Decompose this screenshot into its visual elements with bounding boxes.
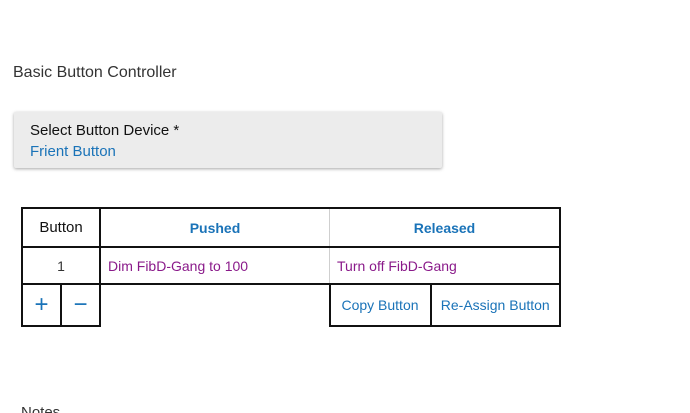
reassign-button[interactable]: Re-Assign Button (440, 297, 550, 313)
controls-row: + − Copy Button Re-Assign Button (21, 283, 561, 327)
add-remove-cell: + − (21, 283, 101, 327)
button-actions-cell: Copy Button Re-Assign Button (328, 283, 561, 327)
pushed-action[interactable]: Dim FibD-Gang to 100 (99, 246, 330, 285)
notes-heading: Notes (21, 404, 61, 413)
add-button[interactable]: + (34, 291, 49, 318)
table-header-row: Button Pushed Released (21, 207, 561, 248)
header-pushed: Pushed (99, 207, 330, 248)
empty-cell (99, 283, 331, 326)
table-row: 1 Dim FibD-Gang to 100 Turn off FibD-Gan… (21, 246, 561, 285)
copy-button[interactable]: Copy Button (331, 285, 432, 325)
released-action[interactable]: Turn off FibD-Gang (329, 246, 561, 285)
header-released: Released (329, 207, 561, 248)
button-device-select[interactable]: Select Button Device * Frient Button (14, 112, 442, 168)
button-number: 1 (21, 246, 101, 285)
header-button: Button (21, 207, 101, 248)
remove-button[interactable]: − (60, 285, 99, 325)
device-select-label: Select Button Device * (30, 122, 180, 139)
page-title: Basic Button Controller (13, 64, 177, 81)
device-select-value[interactable]: Frient Button (30, 143, 116, 160)
button-table: Button Pushed Released 1 Dim FibD-Gang t… (21, 207, 561, 327)
